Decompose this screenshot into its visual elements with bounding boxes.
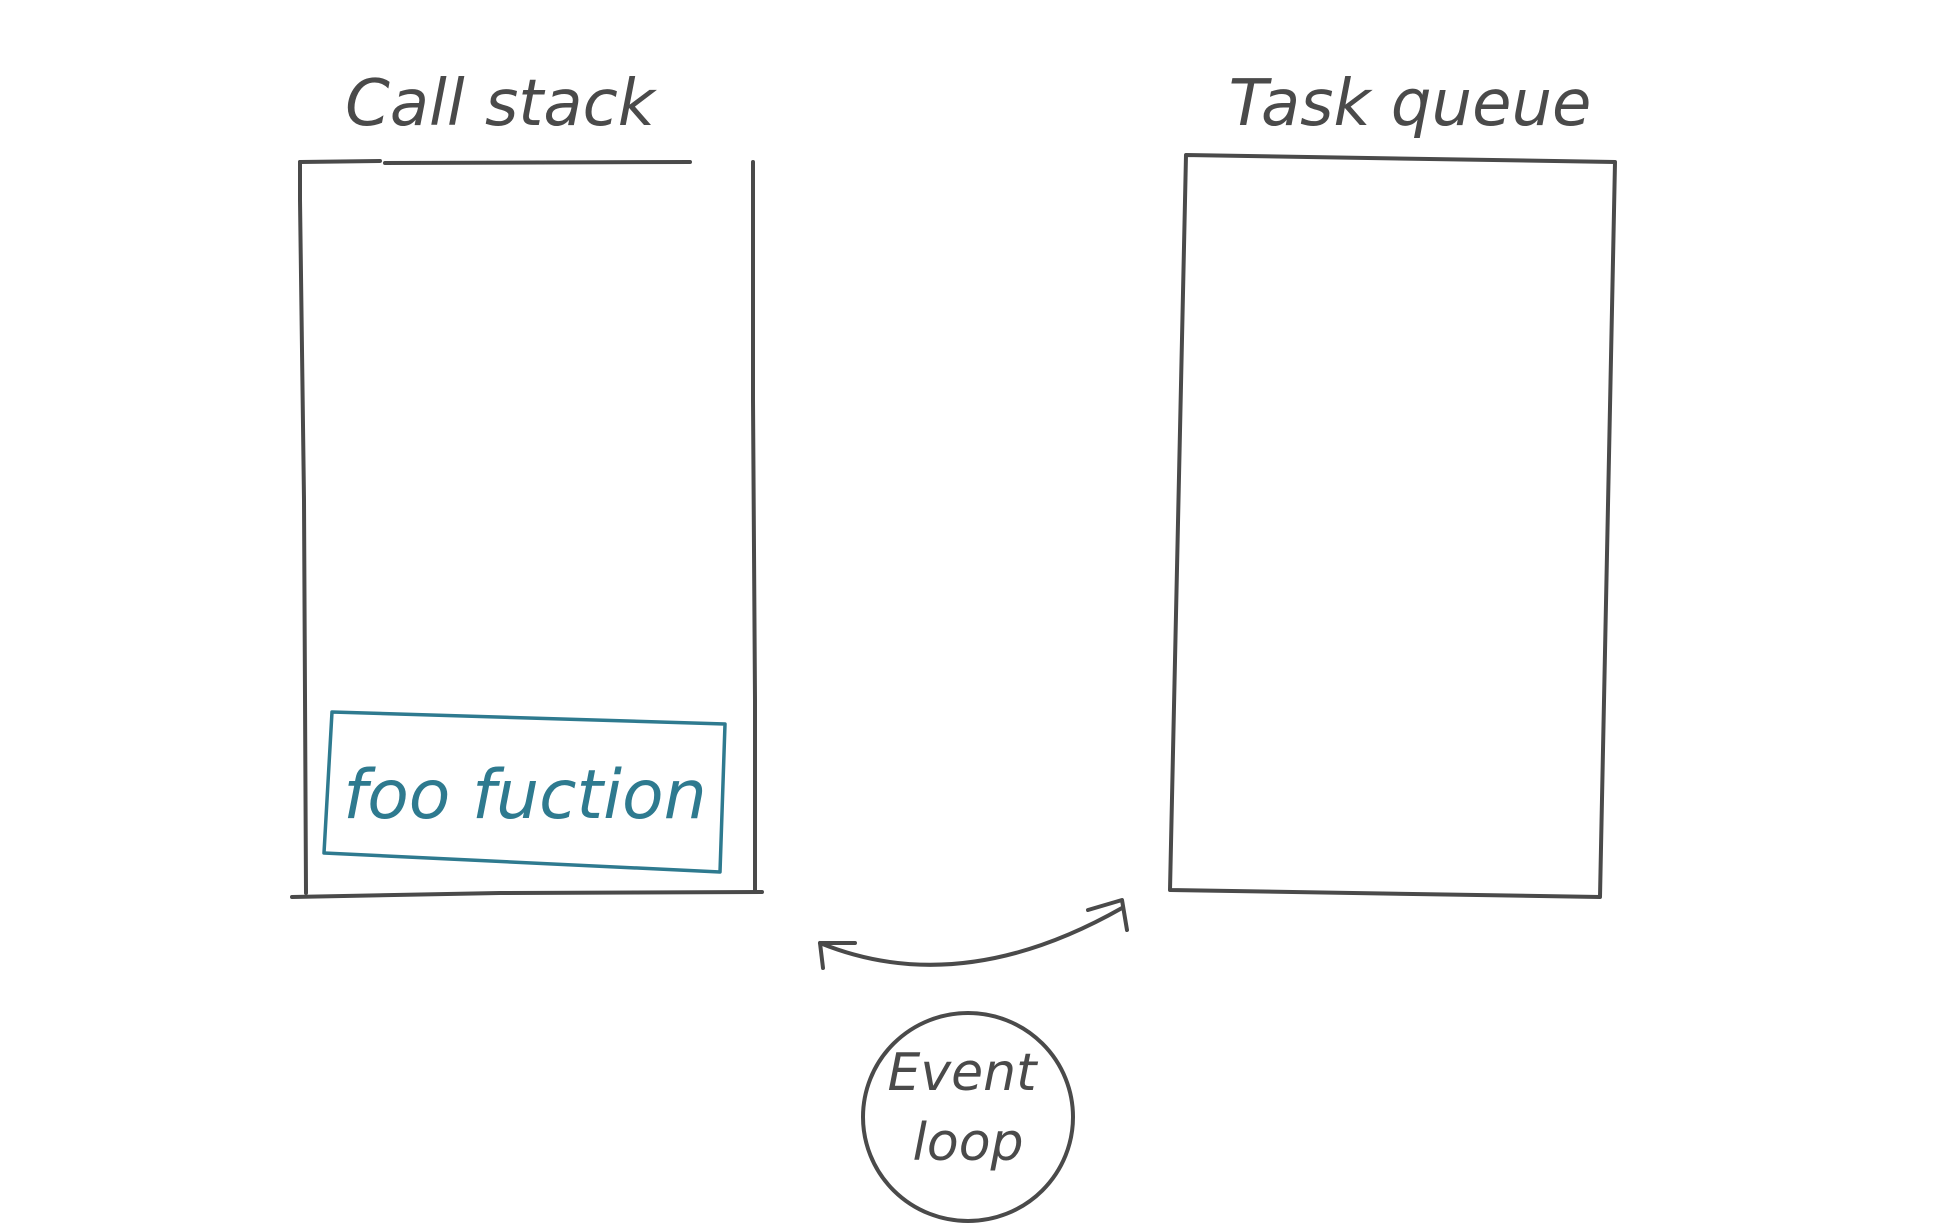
call-stack-right-wall [751,160,757,894]
arrowhead-left-icon [818,941,857,970]
event-loop-node: Event loop [861,1011,1075,1223]
event-loop-arc [818,906,1124,967]
event-loop-label-line1: Event [888,1043,1039,1103]
event-loop-label-line2: loop [912,1113,1023,1173]
stack-frame-box [322,710,727,874]
event-loop-circle [861,1011,1075,1223]
call-stack-left-wall [298,160,308,895]
task-queue-container [1168,153,1617,899]
stack-frame-label: foo fuction [343,756,706,835]
call-stack-title: Call stack [345,67,658,141]
arrowhead-right-icon [1086,898,1129,932]
call-stack-bottom [290,890,764,899]
task-queue-title: Task queue [1229,67,1592,141]
call-stack-top-left-stub [298,159,382,164]
stack-frame-foo: foo fuction [322,710,727,874]
event-loop-arrow [818,898,1129,970]
call-stack-container [290,159,764,899]
call-stack-top-line [383,160,692,165]
